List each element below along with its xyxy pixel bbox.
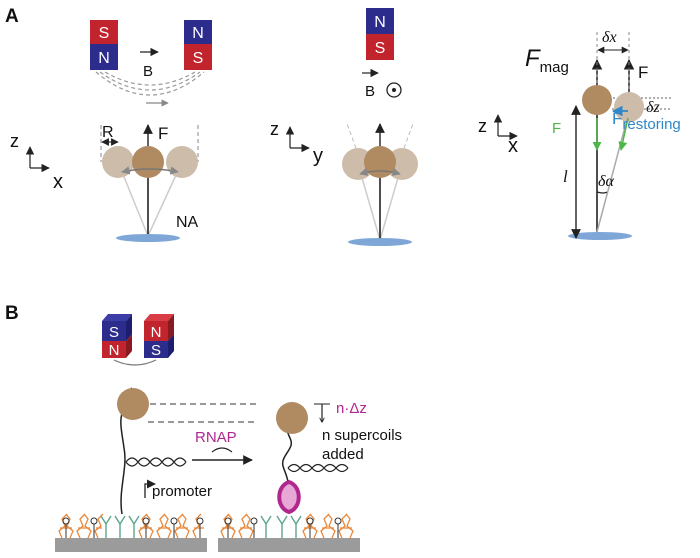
f-label-black: F xyxy=(638,63,648,82)
magnet-left-s: S xyxy=(99,25,110,42)
angle-arc-icon xyxy=(596,191,608,194)
fmag-main: F xyxy=(525,45,541,72)
magnet-middle: N S xyxy=(366,8,394,60)
magnet-left-n: N xyxy=(98,50,110,67)
force-label: F xyxy=(158,124,168,143)
surface-right xyxy=(568,232,632,240)
gray-surface-left xyxy=(55,538,207,552)
bead-b-left xyxy=(117,388,149,420)
panel-a-left: S N N S B z x xyxy=(10,20,212,242)
radius-label: R xyxy=(102,124,114,141)
z-axis-label: z xyxy=(10,131,19,151)
z-axis-label: z xyxy=(270,119,279,139)
supercoil-label-line1: n supercoils xyxy=(322,427,402,444)
surface-lollipops-right xyxy=(224,517,342,538)
supercoil-label-line2: added xyxy=(322,446,364,463)
fmag-label: Fmag xyxy=(525,45,569,76)
panel-a-right: Fmag F δx δz F Frestoring l δα xyxy=(478,29,681,240)
length-label: l xyxy=(563,167,568,186)
x-axis-label: x xyxy=(508,135,518,157)
anchor-label: NA xyxy=(176,214,199,231)
construct-left: promoter xyxy=(55,387,212,552)
supercoil-left xyxy=(125,457,187,467)
magnet-right-s: S xyxy=(193,50,204,67)
angle-label: δα xyxy=(598,173,614,190)
dx-label: δx xyxy=(602,29,617,46)
magnet-middle-n: N xyxy=(374,14,386,31)
b-field-label-left: B xyxy=(143,63,153,80)
bead xyxy=(364,146,396,178)
f-green-tilted-arrow-icon xyxy=(618,117,629,151)
panel-a-middle: N S B z y xyxy=(270,8,418,246)
construct-right: n·Δz n supercoils added xyxy=(218,400,402,552)
bead-faded-right xyxy=(166,146,198,178)
axes-zy: z y xyxy=(270,119,323,167)
transition-curve-icon xyxy=(211,447,233,453)
magnet-b-right-n: N xyxy=(151,324,162,341)
rnap-label: RNAP xyxy=(195,429,237,446)
antibodies-left xyxy=(100,515,140,538)
surface-brush-left xyxy=(58,513,204,539)
surface-brush-right xyxy=(220,513,354,539)
surface-left xyxy=(116,234,180,242)
magnet-right-n: N xyxy=(192,25,204,42)
bead xyxy=(132,146,164,178)
fmag-sub: mag xyxy=(540,59,569,76)
supercoil-right xyxy=(287,463,349,473)
x-axis-label: x xyxy=(53,171,63,193)
magnets-3d: S N N S xyxy=(102,314,174,366)
magnet-b-left-n: N xyxy=(109,342,120,359)
magnet-right: N S xyxy=(184,20,212,70)
axes-zx-left: z x xyxy=(10,131,63,193)
axes-zx-right: z x xyxy=(478,114,518,157)
magnet-left: S N xyxy=(90,20,118,70)
magnet-middle-s: S xyxy=(375,40,386,57)
promoter-label: promoter xyxy=(152,483,212,500)
antibodies-right xyxy=(260,515,302,538)
swing-arrow-icon xyxy=(121,166,179,175)
surface-lollipops-left xyxy=(62,517,204,538)
bead-faded-left xyxy=(102,146,134,178)
promoter-arrow-icon xyxy=(144,479,156,498)
z-axis-label: z xyxy=(478,116,487,136)
magnet-b-right-s: S xyxy=(151,342,161,359)
swing-arrow-icon xyxy=(359,167,401,176)
y-axis-label: y xyxy=(313,145,323,167)
bead-b-right xyxy=(276,402,308,434)
f-restoring-main: F xyxy=(612,109,622,128)
b-field-label-middle: B xyxy=(365,83,375,100)
f-green-label: F xyxy=(552,120,561,137)
bead xyxy=(582,85,612,115)
panel-b-label: B xyxy=(5,303,19,324)
dz-label: δz xyxy=(646,99,660,116)
surface-middle xyxy=(348,238,412,246)
f-restoring-sub: restoring xyxy=(622,116,680,133)
step-label: n·Δz xyxy=(336,400,367,417)
gray-surface-right xyxy=(218,538,360,552)
field-lines xyxy=(95,71,205,96)
out-of-page-icon xyxy=(386,82,402,98)
f-restoring-label: Frestoring xyxy=(612,109,681,133)
rnap-icon xyxy=(277,479,301,515)
magnet-b-left-s: S xyxy=(109,324,119,341)
panel-a-label: A xyxy=(5,6,19,27)
